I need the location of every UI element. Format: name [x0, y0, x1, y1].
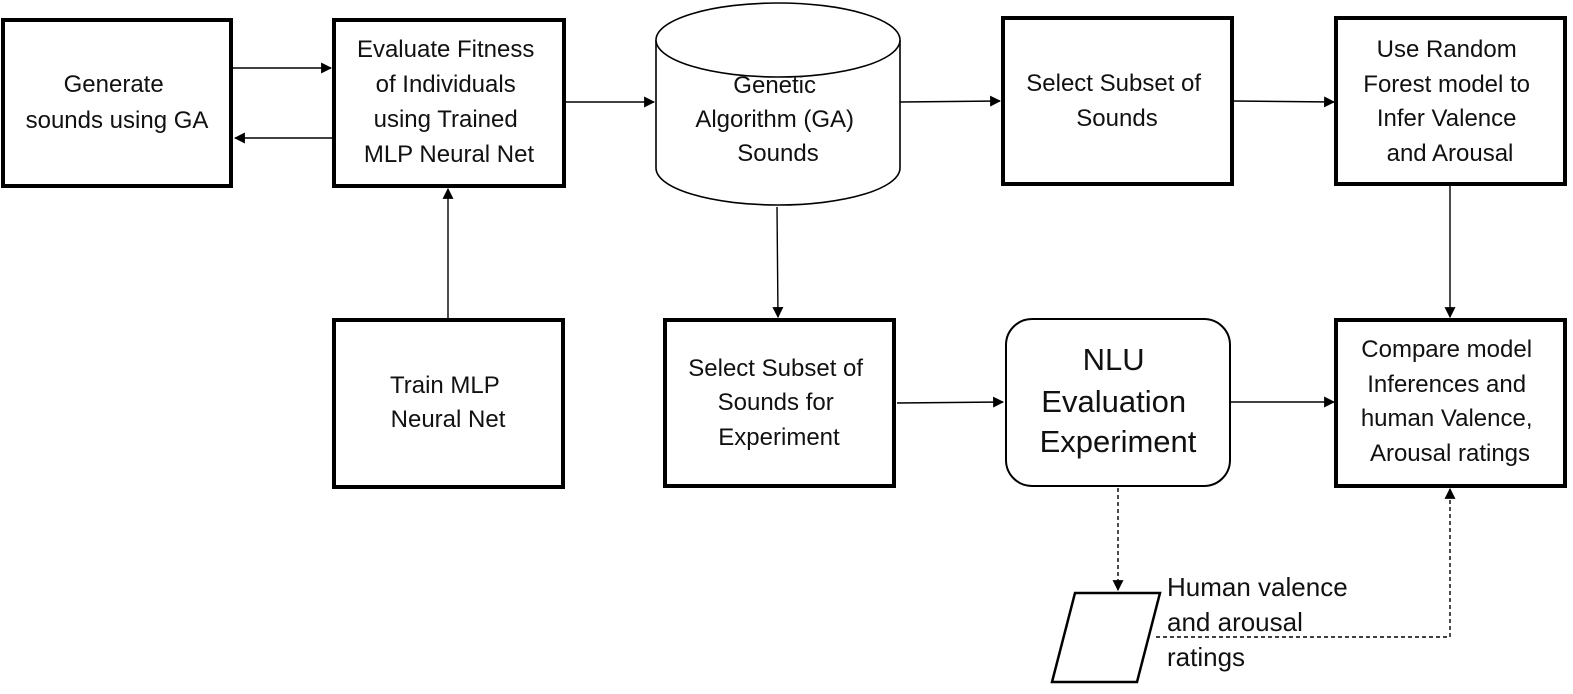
node-select-experiment-line: Sounds for	[718, 389, 834, 416]
node-ga-sounds-database: Genetic Algorithm (GA) Sounds	[655, 2, 901, 206]
node-evaluate-text: Evaluate Fitness of Individuals using Tr…	[357, 36, 541, 168]
edge-select-subset-to-random-forest	[1232, 96, 1336, 108]
edge-select-experiment-to-nlu	[896, 396, 1005, 408]
node-compare-line: Arousal ratings	[1370, 440, 1530, 467]
node-nlu-line: Evaluation	[1041, 384, 1186, 419]
node-random-forest: Use Random Forest model to Infer Valence…	[1334, 16, 1567, 186]
node-select-subset-text: Select Subset of Sounds	[1026, 70, 1207, 132]
node-compare: Compare model Inferences and human Valen…	[1334, 318, 1567, 488]
node-evaluate-line: of Individuals	[376, 71, 516, 98]
node-generate-line: sounds using GA	[26, 107, 209, 134]
node-ga-sounds-line: Algorithm (GA)	[695, 106, 854, 133]
node-human-ratings-data: Human valence and arousal ratings	[1050, 572, 1355, 684]
node-select-experiment: Select Subset of Sounds for Experiment	[663, 318, 896, 488]
node-random-forest-text: Use Random Forest model to Infer Valence…	[1363, 36, 1536, 167]
node-select-experiment-line: Experiment	[718, 424, 840, 451]
node-nlu-experiment: NLU Evaluation Experiment	[1005, 318, 1231, 487]
node-nlu-line: NLU	[1083, 342, 1145, 377]
node-evaluate-line: MLP Neural Net	[364, 141, 535, 168]
node-select-subset-line: Select Subset of	[1026, 70, 1201, 97]
node-ratings-line: and arousal	[1167, 607, 1303, 637]
node-compare-line: Compare model	[1361, 336, 1532, 363]
node-train-mlp-line: Train MLP	[390, 372, 499, 399]
edge-ratings-to-compare	[1156, 487, 1456, 638]
node-ga-sounds-line: Genetic	[733, 72, 816, 99]
edges	[232, 62, 1456, 638]
node-compare-line: human Valence,	[1361, 405, 1533, 432]
node-nlu-text: NLU Evaluation Experiment	[1040, 342, 1197, 459]
node-random-forest-line: Use Random	[1377, 36, 1517, 63]
node-ratings-line: Human valence	[1167, 572, 1348, 602]
node-ratings-text: Human valence and arousal ratings	[1167, 572, 1355, 672]
node-select-subset: Select Subset of Sounds	[1001, 16, 1234, 186]
edge-ga-sounds-to-select-subset	[899, 95, 1002, 107]
node-select-subset-line: Sounds	[1076, 105, 1157, 132]
node-ratings-line: ratings	[1167, 642, 1245, 672]
node-ga-sounds-line: Sounds	[737, 140, 818, 167]
node-compare-line: Inferences and	[1367, 371, 1526, 398]
node-train-mlp-text: Train MLP Neural Net	[390, 372, 506, 433]
node-select-experiment-line: Select Subset of	[688, 355, 863, 382]
node-select-experiment-text: Select Subset of Sounds for Experiment	[688, 355, 869, 451]
node-random-forest-line: Forest model to	[1363, 71, 1530, 98]
node-random-forest-line: and Arousal	[1387, 140, 1514, 167]
edge-ga-sounds-to-select-experiment	[772, 206, 784, 319]
node-evaluate-line: using Trained	[374, 106, 518, 133]
node-generate-text: Generate sounds using GA	[26, 71, 209, 134]
node-evaluate-fitness: Evaluate Fitness of Individuals using Tr…	[332, 18, 566, 188]
node-random-forest-line: Infer Valence	[1377, 105, 1517, 132]
node-generate-sounds: Generate sounds using GA	[1, 18, 233, 188]
node-train-mlp-line: Neural Net	[391, 406, 506, 433]
node-ga-sounds-text: Genetic Algorithm (GA) Sounds	[695, 72, 860, 167]
node-nlu-line: Experiment	[1040, 424, 1197, 459]
node-compare-text: Compare model Inferences and human Valen…	[1361, 336, 1539, 467]
node-generate-line: Generate	[64, 71, 164, 98]
node-train-mlp: Train MLP Neural Net	[332, 318, 565, 489]
node-evaluate-line: Evaluate Fitness	[357, 36, 534, 63]
